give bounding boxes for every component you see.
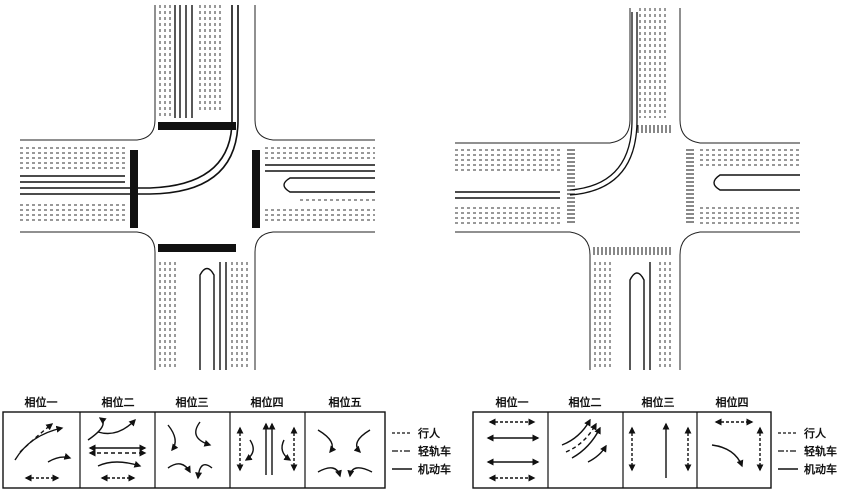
left-intersection <box>20 5 375 370</box>
right-phase-2-icon <box>561 418 607 463</box>
left-phase-5-icon <box>317 429 373 478</box>
left-phase-3-label: 相位三 <box>176 395 209 409</box>
right-phase-1-label: 相位一 <box>496 395 529 409</box>
right-legend: 行人 轻轨车 机动车 <box>778 426 837 476</box>
left-phase-2-icon <box>87 417 147 482</box>
left-phase-5-label: 相位五 <box>329 395 362 409</box>
left-legend: 行人 轻轨车 机动车 <box>392 426 451 476</box>
left-phase-4-icon <box>236 422 298 475</box>
left-legend-pedestrian: 行人 <box>417 426 441 440</box>
right-legend-pedestrian: 行人 <box>803 426 827 440</box>
left-phase-4-label: 相位四 <box>251 395 284 409</box>
right-phase-4-label: 相位四 <box>716 395 749 409</box>
left-legend-motor-vehicle: 机动车 <box>418 462 451 476</box>
right-intersection <box>455 8 800 370</box>
left-legend-light-rail: 轻轨车 <box>418 444 451 458</box>
left-phase-table: 相位一 相位二 相位三 相位四 相位五 <box>2 395 386 489</box>
right-phase-2-label: 相位二 <box>569 395 602 409</box>
right-phase-1-icon <box>486 418 540 482</box>
left-phase-1-label: 相位一 <box>25 395 58 409</box>
right-legend-motor-vehicle: 机动车 <box>804 462 837 476</box>
left-phase-3-icon <box>167 421 213 480</box>
right-legend-light-rail: 轻轨车 <box>804 444 837 458</box>
right-phase-table: 相位一 相位二 相位三 相位四 <box>472 395 772 489</box>
right-phase-4-icon <box>711 418 764 472</box>
right-phase-3-icon <box>628 422 692 478</box>
left-phase-1-icon <box>14 423 72 482</box>
left-phase-2-label: 相位二 <box>102 395 135 409</box>
right-phase-3-label: 相位三 <box>642 395 675 409</box>
